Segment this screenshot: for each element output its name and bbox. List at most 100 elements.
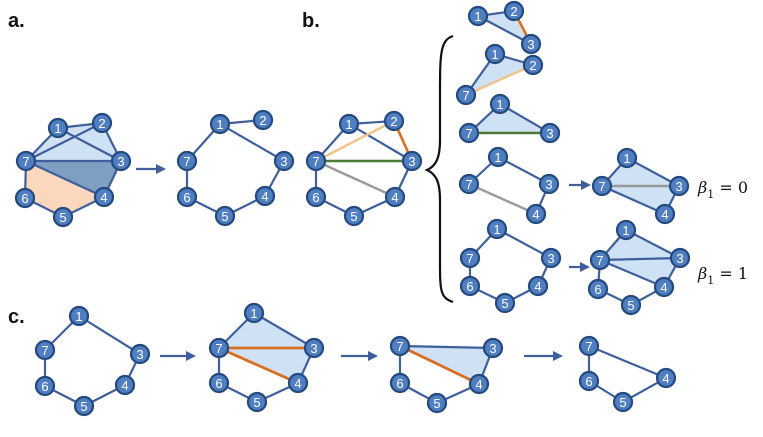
node-circle [591,175,613,197]
node-label: 7 [312,154,319,169]
c-step4-node-4: 4 [655,367,677,389]
node-circle [459,247,481,269]
b-quad-edge-7-4 [467,182,538,216]
node-circle [653,276,675,298]
node-circle [303,337,325,359]
node-label: 3 [545,177,552,192]
arrow-1 [136,164,166,174]
c-step1-node-7: 7 [34,339,56,361]
node-circle [15,150,37,172]
c-step2-node-7: 7 [208,337,230,359]
b-hept-node-5: 5 [494,292,516,314]
node-label: 4 [532,207,539,222]
node-circle [467,5,489,27]
node-circle [459,275,481,297]
node-label: 7 [465,126,472,141]
betti-number-1: β1 = 1 [697,264,748,287]
node-circle [254,185,276,207]
node-label: 2 [259,113,266,128]
node-label: 4 [661,207,668,222]
node-label: 7 [396,339,403,354]
node-circle [91,112,113,134]
node-label: 4 [121,378,128,393]
node-circle [176,150,198,172]
node-circle [243,302,265,324]
node-label: 7 [596,253,603,268]
c-step1-node-5: 5 [73,395,95,417]
node-circle [458,122,480,144]
node-label: 7 [466,251,473,266]
a-complex-edge-7-4 [24,159,106,199]
node-circle [110,150,132,172]
node-label: 4 [534,279,541,294]
node-circle [52,206,74,228]
arrow-2 [569,180,591,190]
node-label: 7 [585,339,592,354]
beta-symbol: β [697,178,707,197]
node-circle [538,173,560,195]
node-label: 6 [183,190,190,205]
b-quad-filled-edge-7-4 [600,184,667,216]
beta-subscript: 1 [707,188,714,201]
a-complex-node-7: 7 [15,150,37,172]
node-label: 6 [215,376,222,391]
node-circle [426,392,448,414]
node-label: 4 [100,190,107,205]
b-tri-137-face [469,104,550,133]
node-label: 7 [41,343,48,358]
node-label: 7 [462,88,469,103]
c-step3-node-4: 4 [468,373,490,395]
a-complex-node-6: 6 [14,187,36,209]
node-circle [655,367,677,389]
b-quad-filled-node-7: 7 [591,175,613,197]
b-hept-filled-edge-1-3 [624,228,682,260]
b-hept-filled-node-3: 3 [669,247,691,269]
node-circle [587,278,609,300]
b-tri-137-node-7: 7 [458,122,480,144]
node-circle [668,175,690,197]
c-step4-node-6: 6 [578,370,600,392]
panel-label-a: a. [8,10,25,32]
c-step2-edge-7-4 [217,346,300,385]
c-step2-node-6: 6 [208,372,230,394]
node-label: 3 [675,179,682,194]
b-tri-123-node-2: 2 [503,0,525,22]
arrows-layer [136,164,591,361]
b-graph-node-2: 2 [383,110,405,132]
b-hept-filled-node-6: 6 [587,278,609,300]
node-label: 2 [390,114,397,129]
node-circle [578,335,600,357]
node-circle [489,93,511,115]
node-label: 4 [294,376,301,391]
b-tri-127-face [466,54,533,95]
node-circle [383,110,405,132]
node-circle [14,187,36,209]
node-circle [176,186,198,208]
b-quad-filled-node-3: 3 [668,175,690,197]
node-label: 5 [59,210,66,225]
b-graph-node-6: 6 [305,186,327,208]
node-circle [482,337,504,359]
b-graph-node-3: 3 [401,150,423,172]
c-step1-node-6: 6 [34,375,56,397]
node-circle [540,247,562,269]
b-hept-edge-1-3 [495,227,553,260]
c-step4-node-5: 5 [612,391,634,413]
node-label: 3 [408,154,415,169]
node-label: 3 [280,154,287,169]
a-cycle-node-6: 6 [176,186,198,208]
node-label: 5 [350,209,357,224]
node-label: 6 [396,376,403,391]
node-label: 4 [475,377,482,392]
node-label: 5 [627,298,634,313]
brace [424,34,454,304]
beta-value: = 0 [714,178,748,197]
node-label: 3 [489,341,496,356]
node-label: 5 [501,296,508,311]
node-circle [455,84,477,106]
b-hept-filled-edge-7-4 [598,258,666,289]
b-graph-node-7: 7 [305,150,327,172]
node-circle [47,117,69,139]
node-circle [343,205,365,227]
node-label: 5 [619,395,626,410]
